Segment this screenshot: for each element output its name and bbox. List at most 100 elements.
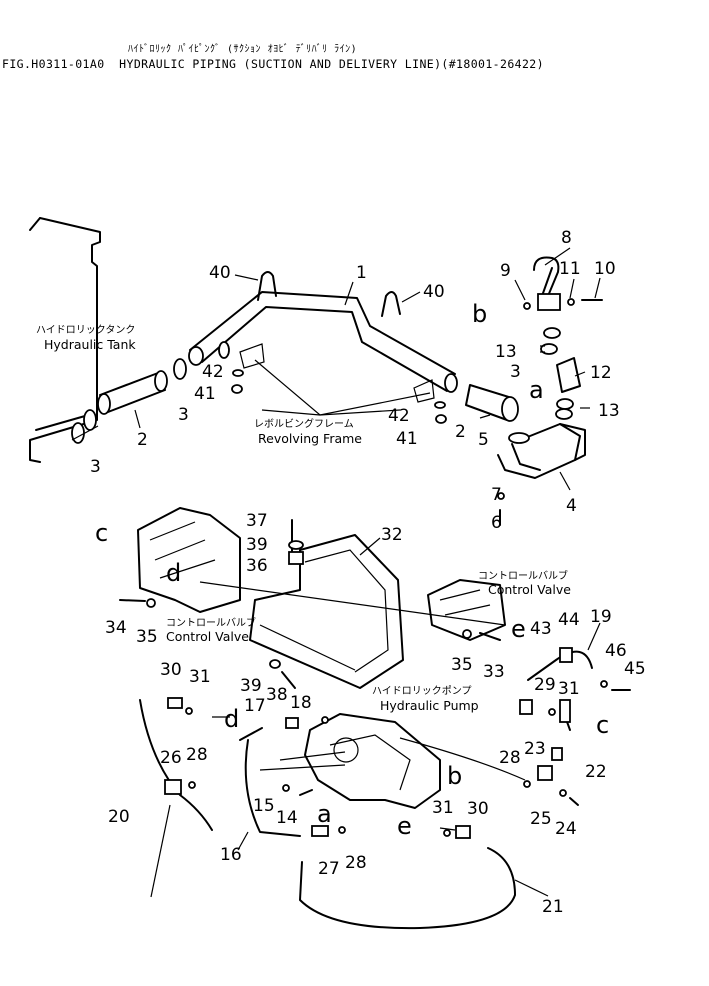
elbow-and-tube	[497, 256, 603, 526]
part-number-labels: 1 2 2 3 3 3 3 4 5 6 7 8 9 10 11 12 13 13…	[90, 228, 646, 917]
part-21-label: 21	[542, 897, 564, 917]
part-31-label: 31	[189, 667, 211, 687]
part-2-label: 2	[137, 430, 148, 450]
part-39-label: 39	[246, 535, 268, 555]
part-24-label: 24	[555, 819, 577, 839]
part-3-label: 3	[90, 457, 101, 477]
part-23-label: 23	[524, 739, 546, 759]
part-12-label: 12	[590, 363, 612, 383]
part-26-label: 26	[160, 748, 182, 768]
part-40-label: 40	[209, 263, 231, 283]
part-17-label: 17	[244, 696, 266, 716]
part-25-label: 25	[530, 809, 552, 829]
part-22-label: 22	[585, 762, 607, 782]
part-1-label: 1	[356, 263, 367, 283]
part-37-label: 37	[246, 511, 268, 531]
part-32-label: 32	[381, 525, 403, 545]
part-13-label: 13	[495, 342, 517, 362]
part-39-label: 39	[240, 676, 262, 696]
left-suction-hoses	[71, 341, 230, 444]
fittings	[164, 647, 631, 839]
part-42-label: 42	[202, 362, 224, 382]
hydraulic-tank-label-jp: ハイドロリックタンク	[36, 324, 135, 336]
part-27-label: 27	[318, 859, 340, 879]
connection-d-label: d	[166, 559, 181, 587]
part-6-label: 6	[491, 513, 502, 533]
control-valve-left-label-jp: コントロールバルブ	[166, 616, 256, 629]
frame-brackets	[231, 343, 447, 424]
part-4-label: 4	[566, 496, 577, 516]
part-43-label: 43	[530, 619, 552, 639]
component-labels: ハイドロリックタンク Hydraulic Tank レボルビングフレーム Rev…	[36, 324, 571, 713]
leader-lines	[134, 247, 601, 898]
hydraulic-pump-label-jp: ハイドロリックポンプ	[372, 685, 472, 697]
part-2-label: 2	[455, 422, 466, 442]
part-11-label: 11	[559, 259, 581, 279]
connection-d-label: d	[224, 705, 239, 733]
connection-a-label: a	[317, 800, 332, 828]
part-28-label: 28	[499, 748, 521, 768]
hoses	[139, 650, 593, 930]
part-41-label: 41	[396, 429, 418, 449]
part-36-label: 36	[246, 556, 268, 576]
figure-title: FIG.H0311-01A0 HYDRAULIC PIPING (SUCTION…	[2, 57, 544, 71]
connection-e-label: e	[511, 615, 526, 643]
part-19-label: 19	[590, 607, 612, 627]
part-42-label: 42	[388, 406, 410, 426]
part-10-label: 10	[594, 259, 616, 279]
part-14-label: 14	[276, 808, 298, 828]
part-15-label: 15	[253, 796, 275, 816]
hydraulic-tank-outline	[29, 217, 101, 463]
control-valve-right-label: Control Valve	[488, 582, 571, 597]
part-33-label: 33	[483, 662, 505, 682]
part-8-label: 8	[561, 228, 572, 248]
connection-b-label: b	[447, 762, 462, 790]
part-5-label: 5	[478, 430, 489, 450]
part-30-label: 30	[467, 799, 489, 819]
part-31-label: 31	[558, 679, 580, 699]
part-20-label: 20	[108, 807, 130, 827]
part-35-label: 35	[451, 655, 473, 675]
part-45-label: 45	[624, 659, 646, 679]
u-bolts	[257, 271, 401, 317]
part-40-label: 40	[423, 282, 445, 302]
revolving-frame-label: Revolving Frame	[258, 431, 362, 446]
part-16-label: 16	[220, 845, 242, 865]
figure-title-japanese: ﾊｲﾄﾞﾛﾘｯｸ ﾊﾟｲﾋﾟﾝｸﾞ (ｻｸｼｮﾝ ｵﾖﾋﾞ ﾃﾞﾘﾊﾞﾘ ﾗｲﾝ…	[128, 44, 358, 55]
part-29-label: 29	[534, 675, 556, 695]
part-9-label: 9	[500, 261, 511, 281]
right-suction-hose	[465, 384, 586, 479]
valve-bracket	[199, 519, 506, 689]
part-44-label: 44	[558, 610, 580, 630]
revolving-frame-label-jp: レボルビングフレーム	[254, 417, 354, 430]
control-valve-left	[119, 507, 241, 613]
connection-e-label: e	[397, 812, 412, 840]
part-13-label: 13	[598, 401, 620, 421]
part-46-label: 46	[605, 641, 627, 661]
hydraulic-pump	[259, 713, 526, 809]
connection-a-label: a	[529, 376, 544, 404]
part-28-label: 28	[186, 745, 208, 765]
part-3-label: 3	[178, 405, 189, 425]
part-35-label: 35	[136, 627, 158, 647]
hydraulic-pump-label: Hydraulic Pump	[380, 698, 479, 713]
suction-pipe	[188, 291, 458, 393]
part-28-label: 28	[345, 853, 367, 873]
part-30-label: 30	[160, 660, 182, 680]
control-valve-right-label-jp: コントロールバルブ	[478, 569, 568, 582]
part-18-label: 18	[290, 693, 312, 713]
connection-b-label: b	[472, 300, 487, 328]
hydraulic-tank-label: Hydraulic Tank	[44, 337, 136, 352]
connection-c-label: c	[596, 711, 609, 739]
part-38-label: 38	[266, 685, 288, 705]
part-31-label: 31	[432, 798, 454, 818]
connection-letters: a a b b c c d d e e	[95, 300, 609, 840]
part-7-label: 7	[491, 485, 502, 505]
part-34-label: 34	[105, 618, 127, 638]
connection-c-label: c	[95, 519, 108, 547]
control-valve-left-label: Control Valve	[166, 629, 249, 644]
part-3-label: 3	[510, 362, 521, 382]
part-41-label: 41	[194, 384, 216, 404]
